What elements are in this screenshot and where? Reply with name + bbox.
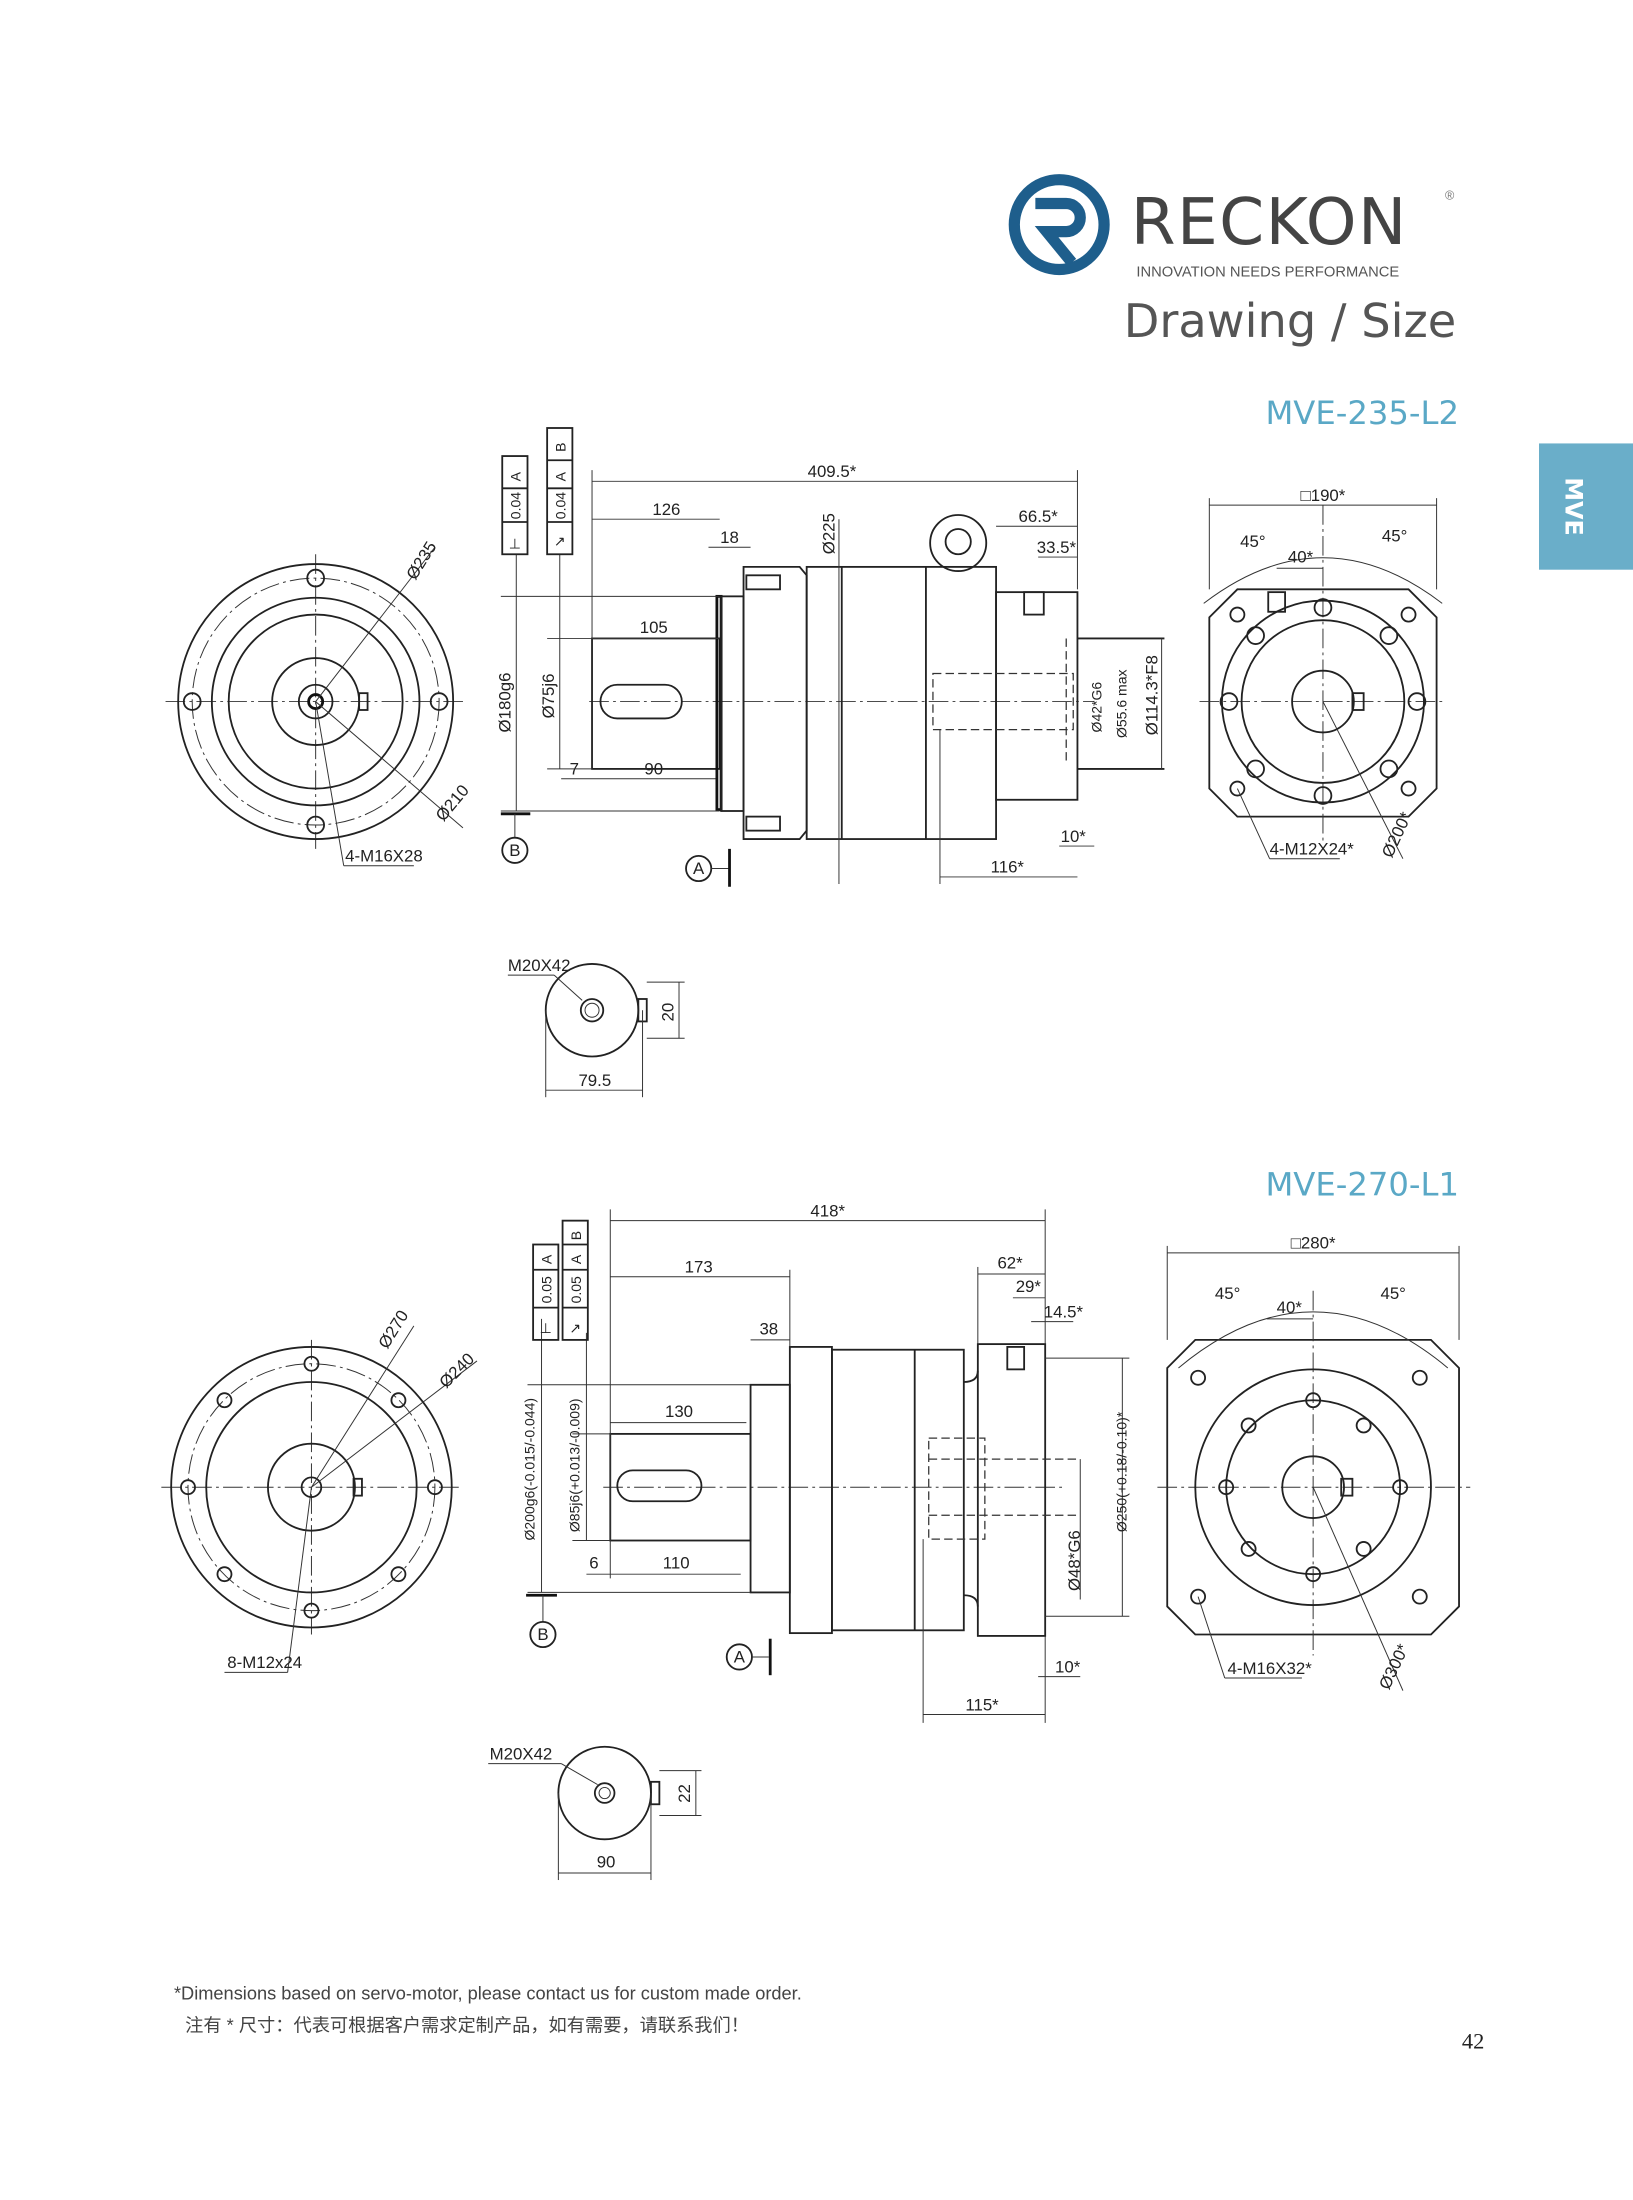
side-view-2: 418* 173 38 130 62* 29* 14.5* Ø200g6(-0.… [522,1201,1130,1723]
dim-label: 10* [1055,1657,1081,1676]
dim-label: Ø235 [403,538,441,583]
dim-label: 8-M12x24 [227,1653,302,1672]
tolerance-frame-perpendicularity: ⊥ 0.04 A [501,455,529,556]
dim-label: Ø42*G6 [1088,682,1104,733]
dim-label: Ø225 [820,513,839,554]
dim-label: 90 [644,760,663,779]
dim-label: 4-M12X24* [1270,839,1355,858]
dim-label: Ø85j6(+0.013/-0.009) [566,1398,582,1532]
dim-label: 45° [1380,1284,1405,1303]
dim-label: 45° [1215,1284,1240,1303]
flange-view-2: □280* 45° 45° 40* 4-M16X32* Ø300* [1157,1234,1471,1693]
runout-symbol: ↗ [569,1320,581,1336]
side-tab-label: MVE [1560,477,1588,535]
tolerance-datum: A [538,1254,554,1264]
tolerance-value: 0.05 [538,1276,554,1303]
dim-label: □280* [1291,1234,1336,1253]
model-title-1: MVE-235-L2 [1265,394,1459,432]
reckon-logo: RECKON ® INNOVATION NEEDS PERFORMANCE [1008,174,1455,280]
datum-b: B [509,841,520,860]
footnote-chinese: 注有 * 尺寸：代表可根据客户需求定制产品，如有需要，请联系我们！ [185,2015,749,2036]
dim-label: 173 [685,1258,713,1277]
brand-name: RECKON [1131,185,1408,260]
perpendicularity-symbol: ⊥ [509,536,521,552]
page-title: Drawing / Size [1124,294,1456,348]
tolerance-datum: A [507,471,523,481]
dim-label: Ø48*G6 [1065,1530,1084,1591]
dim-label: 20 [658,1003,677,1022]
dim-label: Ø200g6(-0.015/-0.044) [522,1398,538,1541]
datum-a: A [693,859,705,878]
tolerance-frame-runout: ↗ 0.05 A B [561,1219,589,1341]
flange-view-1: □190* 45° 45° 40* 4-M12X24* Ø200* [1199,486,1446,860]
runout-symbol: ↗ [554,533,566,549]
side-view-1: 409.5* 126 18 Ø225 105 66.5* 33.5* Ø180g… [496,427,1165,887]
datum-a: A [734,1648,746,1667]
dim-label: 409.5* [808,462,857,481]
dim-label: □190* [1301,486,1346,505]
dim-label: 45° [1240,532,1265,551]
dim-label: 33.5* [1037,538,1077,557]
dim-label: 29* [1016,1277,1042,1296]
dim-label: 6 [589,1554,598,1573]
tolerance-frame-perpendicularity: ⊥ 0.05 A [532,1243,560,1341]
tolerance-value: 0.04 [552,492,568,519]
front-view-2: Ø270 Ø240 8-M12x24 [161,1307,478,1673]
dim-label: Ø55.6 max [1114,669,1130,738]
dim-label: Ø300* [1375,1641,1413,1693]
dim-label: M20X42 [508,956,571,975]
tolerance-datum: B [552,442,568,451]
dim-label: 10* [1061,827,1087,846]
dim-label: Ø75j6 [539,673,558,718]
dim-label: 38 [759,1319,778,1338]
tolerance-datum: A [568,1254,584,1264]
dim-label: Ø114.3*F8 [1142,655,1161,735]
perpendicularity-symbol: ⊥ [540,1320,552,1336]
tolerance-frame-runout: ↗ 0.04 A B [546,427,574,556]
side-tab [1539,443,1633,570]
dim-label: 90 [597,1852,616,1871]
shaft-end-view-2: M20X42 22 90 [488,1744,702,1881]
dim-label: 105 [640,618,668,637]
dim-label: Ø270 [374,1307,412,1352]
dim-label: 418* [810,1201,845,1220]
tolerance-datum: B [568,1231,584,1240]
brand-tagline: INNOVATION NEEDS PERFORMANCE [1136,264,1399,280]
logo-ring-icon [1008,174,1110,276]
footnote-english: *Dimensions based on servo-motor, please… [174,1982,802,2003]
dim-label: 4-M16X32* [1228,1659,1313,1678]
dim-label: Ø180g6 [496,673,515,733]
datum-b: B [537,1625,548,1644]
dim-label: 126 [652,500,680,519]
dim-label: 115* [965,1695,999,1714]
shaft-end-view-1: M20X42 20 79.5 [507,956,685,1098]
dim-label: 130 [665,1402,693,1421]
model-title-2: MVE-270-L1 [1265,1165,1459,1203]
dim-label: 7 [570,760,579,779]
page-number: 42 [1462,2028,1484,2053]
tolerance-value: 0.05 [568,1276,584,1303]
dim-label: Ø240 [436,1349,479,1392]
front-view-1: Ø235 Ø210 4-M16X28 [165,538,473,867]
dim-label: 66.5* [1019,507,1059,526]
logo-r-icon [1034,197,1086,267]
dim-label: 40* [1288,548,1314,567]
tolerance-value: 0.04 [507,492,523,519]
dim-label: 22 [675,1784,694,1803]
dim-label: 18 [720,528,739,547]
dim-label: 110 [663,1554,690,1573]
dim-label: Ø250(+0.18/-0.10)* [1114,1411,1130,1532]
dim-label: M20X42 [490,1744,553,1763]
dim-label: 40* [1277,1298,1303,1317]
dim-label: 116* [991,858,1025,877]
tolerance-datum: A [552,471,568,481]
dim-label: 14.5* [1044,1302,1084,1321]
dim-label: 62* [997,1253,1023,1272]
dim-label: 45° [1382,527,1407,546]
dim-label: 4-M16X28 [345,847,423,866]
registered-mark: ® [1445,188,1455,202]
dim-label: 79.5 [578,1071,611,1090]
